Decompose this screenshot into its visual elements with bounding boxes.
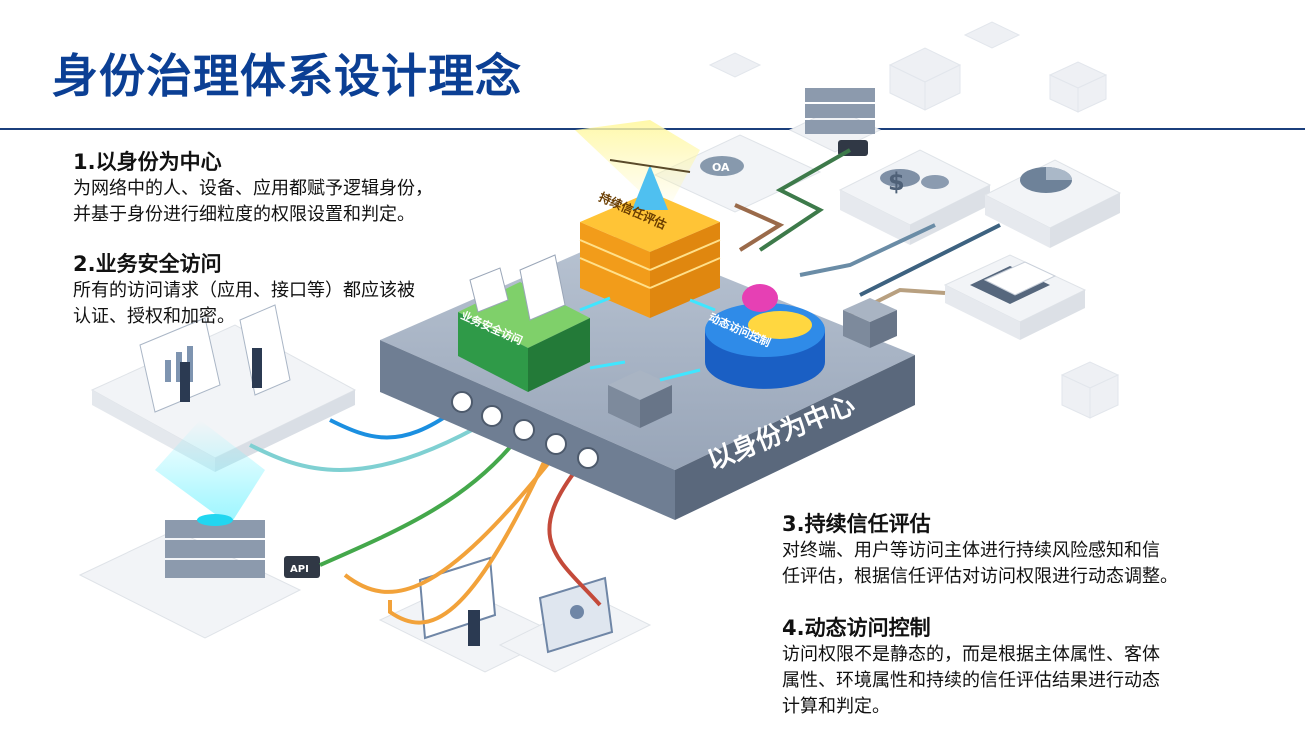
secure-access-module: 业务安全访问 [458, 254, 590, 392]
dollar-icon: $ [888, 168, 905, 196]
principle-heading: 2.业务安全访问 [73, 252, 222, 276]
principle-line: 为网络中的人、设备、应用都赋予逻辑身份， [73, 178, 433, 199]
principle-line: 认证、授权和加密。 [73, 306, 235, 327]
principle-identity-centric: 1.以身份为中心 为网络中的人、设备、应用都赋予逻辑身份， 并基于身份进行细粒度… [73, 148, 513, 228]
api-label: API [290, 564, 309, 575]
principle-line: 计算和判定。 [782, 696, 890, 717]
principle-line: 并基于身份进行细粒度的权限设置和判定。 [73, 204, 415, 225]
oa-tile: OA [653, 134, 822, 213]
connection-sparks [579, 296, 716, 382]
analytics-tile [983, 159, 1122, 248]
background-cubes [708, 21, 1120, 419]
principle-heading: 4.动态访问控制 [782, 616, 931, 640]
principle-line: 任评估，根据信任评估对访问权限进行动态调整。 [782, 566, 1178, 587]
principle-dynamic-control: 4.动态访问控制 访问权限不是静态的，而是根据主体属性、客体 属性、环境属性和持… [782, 614, 1262, 720]
principle-line: 所有的访问请求（应用、接口等）都应该被 [73, 280, 415, 301]
left-connections [249, 408, 602, 625]
office-tile [90, 304, 357, 472]
finance-tile: $ [838, 149, 992, 245]
principle-line: 属性、环境属性和持续的信任评估结果进行动态 [782, 670, 1160, 691]
trust-evaluation-module: 持续信任评估 [575, 120, 721, 318]
access-control-module: 动态访问控制 [705, 284, 825, 389]
principle-secure-access: 2.业务安全访问 所有的访问请求（应用、接口等）都应该被 认证、授权和加密。 [73, 250, 513, 330]
oa-label: OA [712, 161, 730, 174]
principle-heading: 1.以身份为中心 [73, 150, 222, 174]
principle-trust-evaluation: 3.持续信任评估 对终端、用户等访问主体进行持续风险感知和信 任评估，根据信任评… [782, 510, 1262, 590]
principle-line: 对终端、用户等访问主体进行持续风险感知和信 [782, 540, 1160, 561]
server-rack-top [788, 88, 882, 156]
page-title: 身份治理体系设计理念 [52, 49, 522, 103]
principle-line: 访问权限不是静态的，而是根据主体属性、客体 [782, 644, 1160, 665]
mail-tile [943, 254, 1087, 340]
server-tile: API [78, 420, 320, 639]
principle-heading: 3.持续信任评估 [782, 512, 931, 536]
platform-blocks [608, 298, 897, 428]
